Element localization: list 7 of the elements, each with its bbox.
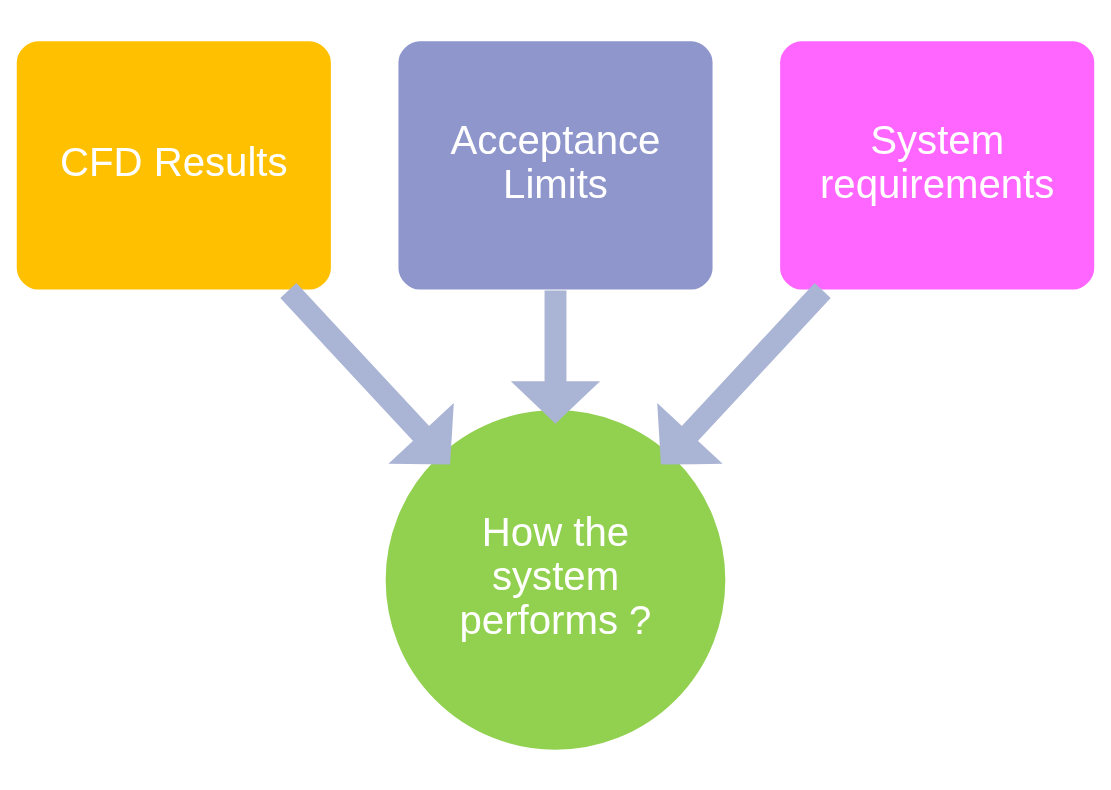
node-box: System requirements xyxy=(778,38,1097,291)
arrow xyxy=(510,290,601,424)
arrow xyxy=(280,282,454,465)
node-box: CFD Results xyxy=(14,38,333,291)
arrow xyxy=(657,282,831,465)
node-box: Acceptance Limits xyxy=(396,38,715,291)
node-circle: How the system performs ? xyxy=(383,407,728,752)
